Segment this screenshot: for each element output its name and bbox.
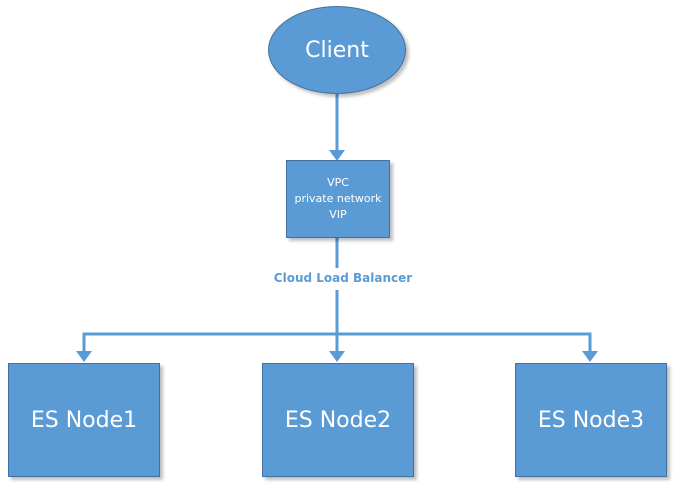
es-node-2: ES Node2 bbox=[262, 363, 414, 477]
es-node-3: ES Node3 bbox=[515, 363, 667, 477]
load-balancer-label: Cloud Load Balancer bbox=[273, 271, 413, 285]
client-node: Client bbox=[268, 6, 406, 94]
vpc-node: VPC private network VIP bbox=[286, 160, 390, 238]
es-node-2-label: ES Node2 bbox=[284, 407, 392, 433]
es-node-1: ES Node1 bbox=[8, 363, 160, 477]
vpc-line-2: private network bbox=[294, 192, 382, 205]
arrowhead-node1 bbox=[76, 351, 92, 362]
client-label: Client bbox=[305, 37, 369, 63]
es-node-1-label: ES Node1 bbox=[30, 407, 138, 433]
vpc-line-3: VIP bbox=[329, 208, 347, 221]
connector-horizontal-bus bbox=[82, 332, 592, 353]
arrowhead-node3 bbox=[582, 351, 598, 362]
arrowhead-vpc bbox=[329, 150, 345, 161]
vpc-line-1: VPC bbox=[327, 176, 349, 189]
arrowhead-node2 bbox=[329, 351, 345, 362]
es-node-3-label: ES Node3 bbox=[537, 407, 645, 433]
